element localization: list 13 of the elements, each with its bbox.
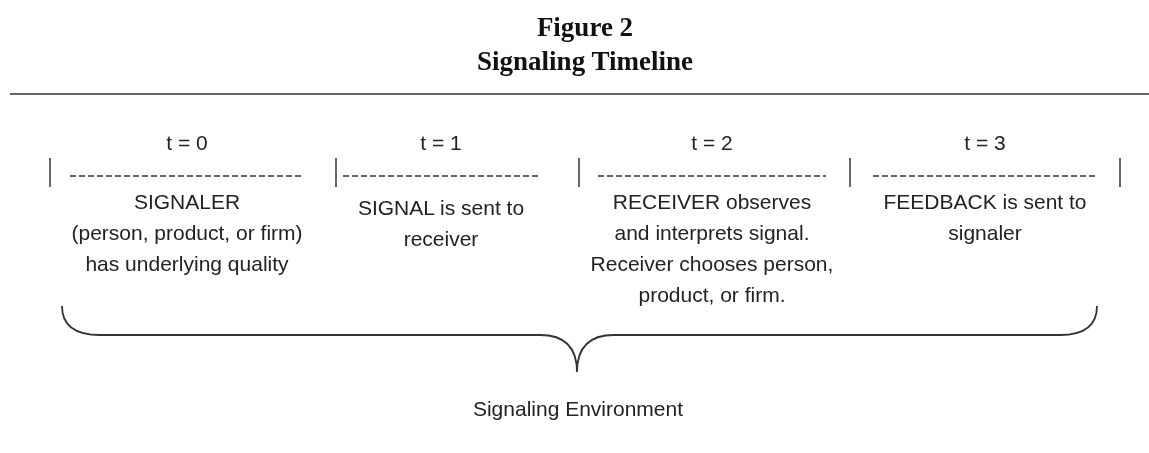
stage-text: FEEDBACK is sent to signaler — [882, 189, 1088, 246]
time-label: t = 2 — [690, 130, 734, 156]
brace-label: Signaling Environment — [471, 396, 685, 422]
time-label: t = 0 — [165, 130, 209, 156]
figure-subtitle: Signaling Timeline — [476, 46, 694, 77]
stage-text: (person, product, or firm) has underlying quality — [70, 220, 304, 277]
time-label: t = 1 — [419, 130, 463, 156]
stage-text: SIGNAL is sent to receiver — [356, 195, 526, 252]
stage-text: RECEIVER observes and interprets signal. — [611, 189, 813, 246]
stage-text: Receiver chooses person, product, or firm. — [589, 251, 835, 308]
time-label: t = 3 — [963, 130, 1007, 156]
stage-heading: SIGNALER — [132, 189, 242, 215]
figure-title: Figure 2 — [535, 12, 635, 43]
